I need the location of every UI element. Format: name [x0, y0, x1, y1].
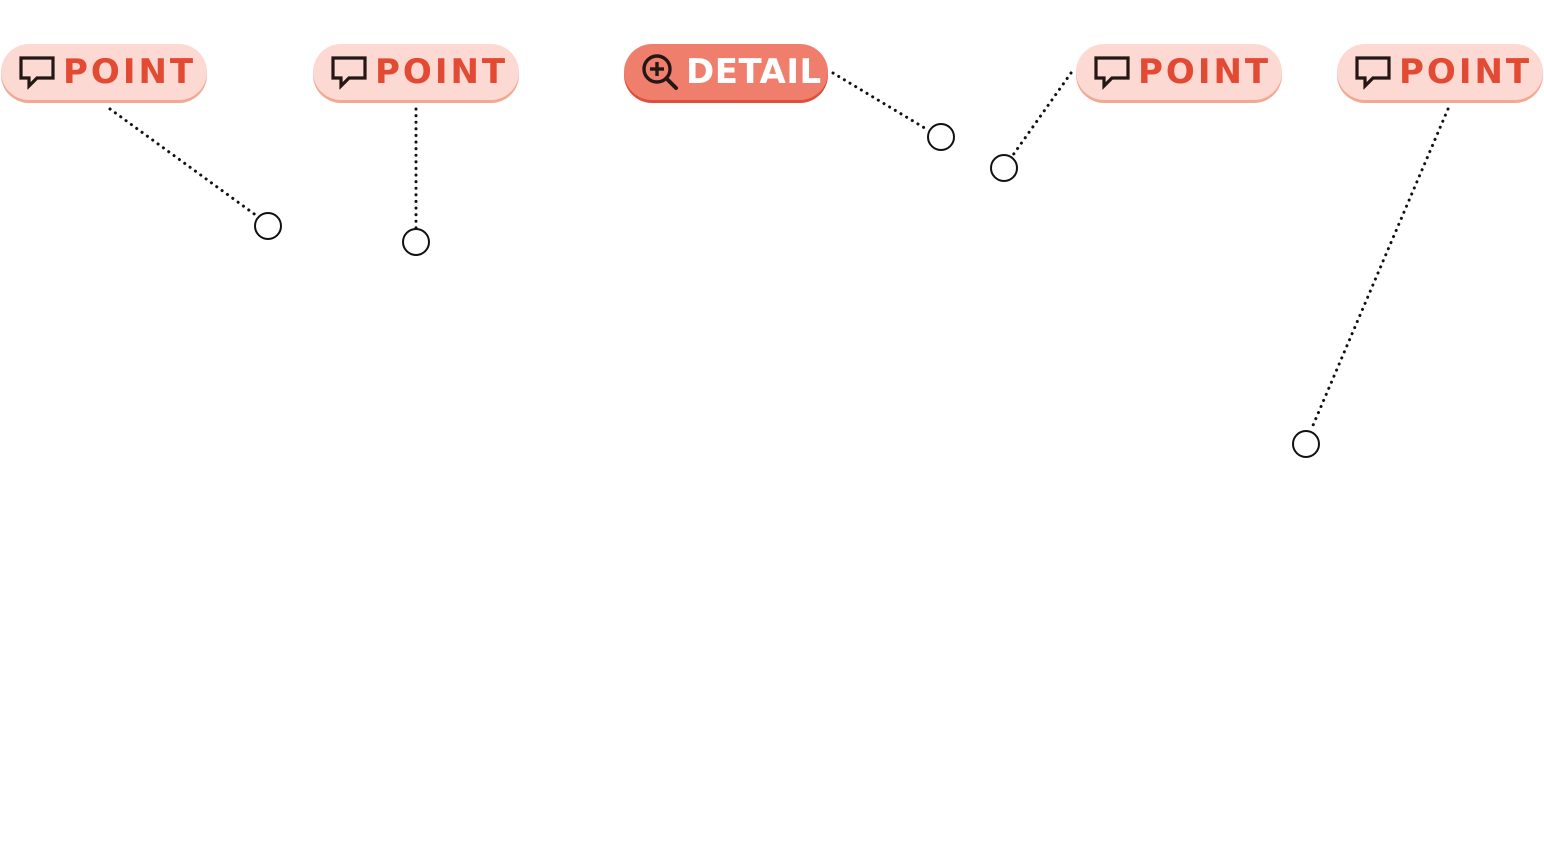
- point-label: POINT: [1399, 52, 1533, 92]
- point-button-4[interactable]: POINT: [1076, 44, 1282, 100]
- speech-bubble-icon: [1092, 52, 1132, 92]
- leader-line-5: [1309, 107, 1450, 432]
- detail-button[interactable]: DETAIL: [624, 44, 828, 100]
- hotspot-marker-1[interactable]: [254, 212, 282, 240]
- speech-bubble-icon: [329, 52, 369, 92]
- point-button-2[interactable]: POINT: [313, 44, 519, 100]
- point-label: POINT: [63, 52, 197, 92]
- detail-label: DETAIL: [686, 52, 822, 92]
- hotspot-marker-4[interactable]: [990, 154, 1018, 182]
- hotspot-marker-3[interactable]: [927, 123, 955, 151]
- leader-line-4: [1011, 71, 1073, 157]
- point-button-1[interactable]: POINT: [1, 44, 207, 100]
- speech-bubble-icon: [17, 52, 57, 92]
- speech-bubble-icon: [1353, 52, 1393, 92]
- point-button-5[interactable]: POINT: [1337, 44, 1543, 100]
- leader-line-3: [831, 71, 930, 132]
- hotspot-marker-5[interactable]: [1292, 430, 1320, 458]
- point-label: POINT: [375, 52, 509, 92]
- leader-line-1: [108, 107, 259, 218]
- zoom-in-icon: [640, 52, 680, 92]
- hotspot-marker-2[interactable]: [402, 228, 430, 256]
- point-label: POINT: [1138, 52, 1272, 92]
